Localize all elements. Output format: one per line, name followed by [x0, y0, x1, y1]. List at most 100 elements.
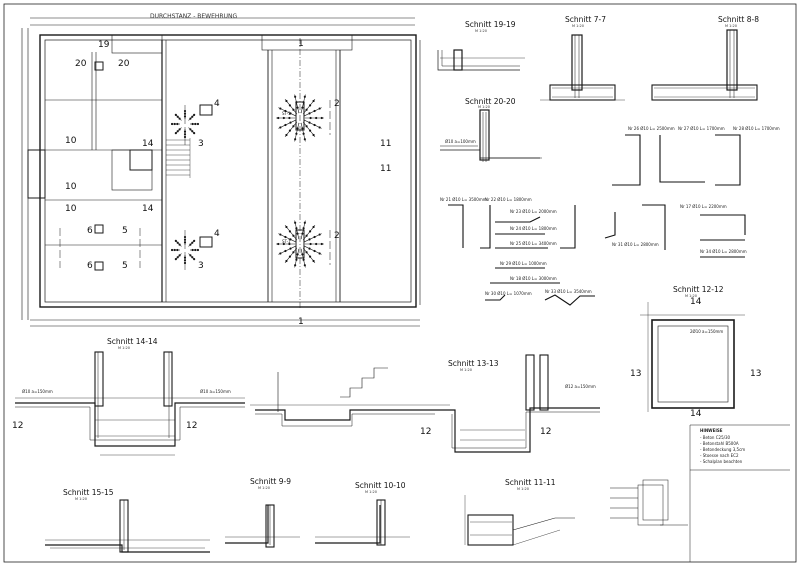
- shear-stud-dot: [176, 115, 179, 118]
- shear-stud-dot: [284, 123, 287, 127]
- shear-stud-dot: [303, 221, 306, 224]
- shear-stud-dot: [189, 128, 192, 131]
- shear-stud-dot: [176, 130, 179, 133]
- shear-stud-dot: [289, 247, 292, 250]
- shear-stud-dot: [194, 122, 197, 126]
- bending-schedule: [448, 134, 746, 306]
- shear-stud-dot: [289, 238, 292, 241]
- section-scale-12-12: M 1:20: [685, 294, 697, 298]
- shear-stud-dot: [313, 249, 316, 253]
- shear-stud-dot: [284, 109, 287, 113]
- shear-stud-dot: [308, 104, 312, 107]
- axis-marker-2a: 2: [334, 99, 340, 109]
- s13-axis-right: 12: [540, 427, 552, 437]
- shear-stud-dot: [183, 259, 187, 262]
- shear-stud-dot: [312, 133, 315, 137]
- notes-line-4: - Stoesse nach EC2: [700, 453, 739, 458]
- shear-stud-dot: [189, 117, 192, 120]
- shear-stud-dot: [294, 138, 297, 141]
- s13-axis-left: 12: [420, 427, 432, 437]
- shear-stud-dot: [279, 107, 282, 110]
- section-scale-13-13: M 1:20: [460, 368, 472, 372]
- shear-stud-dot: [284, 249, 287, 253]
- section-title-19-19: Schnitt 19-19: [465, 20, 516, 29]
- shear-stud-dot: [174, 239, 177, 242]
- section-title-8-8: Schnitt 8-8: [718, 15, 759, 24]
- sheet-frame: [3, 3, 797, 563]
- axis-marker-10c: 10: [65, 204, 77, 214]
- axis-marker-6b: 6: [87, 261, 93, 271]
- shear-stud-dot: [302, 132, 305, 135]
- shear-stud-dot: [289, 121, 292, 124]
- axis-marker-11a: 11: [380, 139, 392, 149]
- shear-stud-dot: [315, 242, 318, 246]
- shear-stud-dot: [320, 242, 323, 246]
- shear-stud-dot: [191, 256, 194, 259]
- punching-shear-reinforcement: [170, 94, 324, 268]
- detail-section-15-15: [45, 499, 210, 553]
- bar-label-24: Nr 24 Ø10 L= 1800mm: [510, 226, 557, 231]
- bar-label-22: Nr 22 Ø10 L= 1800mm: [485, 197, 532, 202]
- axis-marker-10b: 10: [65, 182, 77, 192]
- shear-stud-dot: [193, 132, 196, 135]
- shear-stud-dot: [305, 125, 308, 128]
- shear-stud-dot: [191, 115, 194, 118]
- shear-stud-dot: [312, 225, 315, 229]
- shear-stud-dot: [183, 135, 187, 139]
- shear-stud-dot: [303, 95, 306, 98]
- section-title-7-7: Schnitt 7-7: [565, 15, 606, 24]
- shear-stud-dot: [305, 108, 308, 111]
- section-title-20-20: Schnitt 20-20: [465, 97, 516, 106]
- section-scale-9-9: M 1:20: [258, 486, 270, 490]
- shear-stud-dot: [282, 116, 285, 120]
- shear-stud-dot: [303, 138, 306, 141]
- shear-stud-dot: [288, 104, 292, 107]
- shear-stud-dot: [285, 225, 288, 229]
- axis-marker-6a: 6: [87, 226, 93, 236]
- notes-line-3: - Betondeckung 3,5cm: [700, 447, 746, 452]
- shear-stud-dot: [318, 233, 321, 236]
- shear-stud-dot: [288, 230, 292, 233]
- shear-stud-dot: [308, 112, 311, 115]
- shear-stud-dot: [308, 238, 311, 241]
- detail-section-11-11: [464, 495, 575, 546]
- bar-label-27: Nr 27 Ø10 L= 1700mm: [678, 126, 725, 131]
- shear-stud-dot: [294, 95, 297, 98]
- shear-stud-dot: [313, 123, 316, 127]
- shear-stud-dot: [173, 248, 176, 252]
- axis-marker-10a: 10: [65, 136, 77, 146]
- section-scale-20-20: M 1:20: [478, 105, 490, 109]
- detail-section-12-12: [640, 302, 745, 412]
- shear-stud-dot: [318, 126, 321, 129]
- s12-axis-top: 14: [690, 297, 702, 307]
- s12-axis-left: 13: [630, 369, 642, 379]
- shear-stud-dot: [183, 235, 187, 239]
- axis-marker-14a: 14: [142, 139, 154, 149]
- shear-stud-dot: [191, 130, 194, 133]
- axis-top-1: 1: [298, 39, 304, 49]
- notes-line-2: - Betonstahl B500A: [700, 441, 739, 446]
- shear-stud-dot: [302, 258, 305, 261]
- shear-stud-dot: [295, 101, 298, 104]
- detail-section-9-9: [225, 504, 300, 548]
- section-scale-14-14: M 1:20: [118, 346, 130, 350]
- shear-stud-dot: [288, 129, 292, 132]
- shear-stud-dot: [183, 241, 187, 244]
- shear-stud-dot: [282, 242, 285, 246]
- bar-label-34: Nr 34 Ø10 L= 2800mm: [700, 249, 747, 254]
- shear-stud-dot: [295, 258, 298, 261]
- shear-stud-dot: [285, 99, 288, 103]
- shear-stud-dot: [296, 106, 299, 109]
- shear-stud-dot: [296, 253, 299, 256]
- shear-stud-dot: [193, 258, 196, 261]
- floor-plan: [21, 17, 421, 327]
- bar-label-23: Nr 23 Ø10 L= 2000mm: [510, 209, 557, 214]
- shear-stud-dot: [170, 248, 174, 252]
- shear-stud-dot: [176, 122, 179, 126]
- axis-marker-11b: 11: [380, 164, 392, 174]
- axis-marker-3a: 3: [198, 139, 204, 149]
- bar-label-30: Nr 30 Ø10 L= 1070mm: [485, 291, 532, 296]
- detail-section-19-19: [437, 49, 525, 71]
- axis-marker-5b: 5: [122, 261, 128, 271]
